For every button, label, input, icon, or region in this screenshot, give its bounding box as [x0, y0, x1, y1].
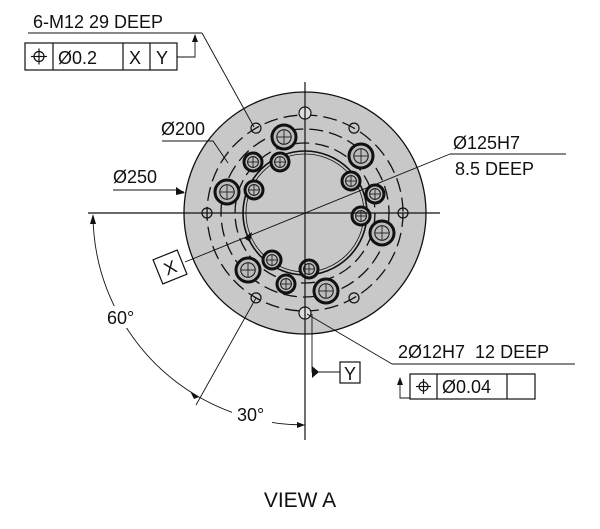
- position-icon: [416, 379, 431, 394]
- tapped-leader: [201, 32, 255, 128]
- tapped-hole: [250, 122, 262, 134]
- tapped-hole: [348, 292, 360, 304]
- angle-60-label: 60°: [107, 308, 134, 328]
- tapped-hole: [348, 122, 360, 134]
- tapped-holes-label: 6-M12 29 DEEP: [33, 12, 163, 32]
- tapped-datum-y: Y: [156, 48, 168, 68]
- bore-label: Ø125H7: [453, 133, 520, 153]
- tapped-hole: [250, 292, 262, 304]
- bore-leader: [184, 153, 451, 263]
- datum-y-letter: Y: [344, 364, 356, 384]
- tapped-tolerance: Ø0.2: [58, 48, 97, 68]
- extension-line-240: [195, 297, 257, 406]
- tapped-fcf: Ø0.2 X Y: [24, 34, 198, 71]
- view-title: VIEW A: [264, 489, 336, 512]
- tapped-datum-x: X: [129, 48, 141, 68]
- angle-30-label: 30°: [237, 405, 264, 425]
- bolt-circle-label: Ø200: [161, 119, 205, 139]
- bolt-circle-leader: [162, 140, 229, 164]
- position-icon: [31, 48, 47, 65]
- datum-y-box: Y: [339, 361, 361, 384]
- dowel-fcf: Ø0.04: [397, 373, 536, 400]
- outer-diameter-label: Ø250: [113, 167, 157, 187]
- bore-depth-label: 8.5 DEEP: [455, 159, 534, 179]
- datum-x-box: X: [152, 249, 188, 285]
- dowel-leader: [306, 313, 393, 365]
- dowel-holes-label: 2Ø12H7 12 DEEP: [398, 342, 549, 362]
- outer-diameter-leader: [113, 189, 185, 193]
- datum-x-letter: X: [161, 256, 180, 279]
- dowel-tolerance: Ø0.04: [442, 377, 491, 397]
